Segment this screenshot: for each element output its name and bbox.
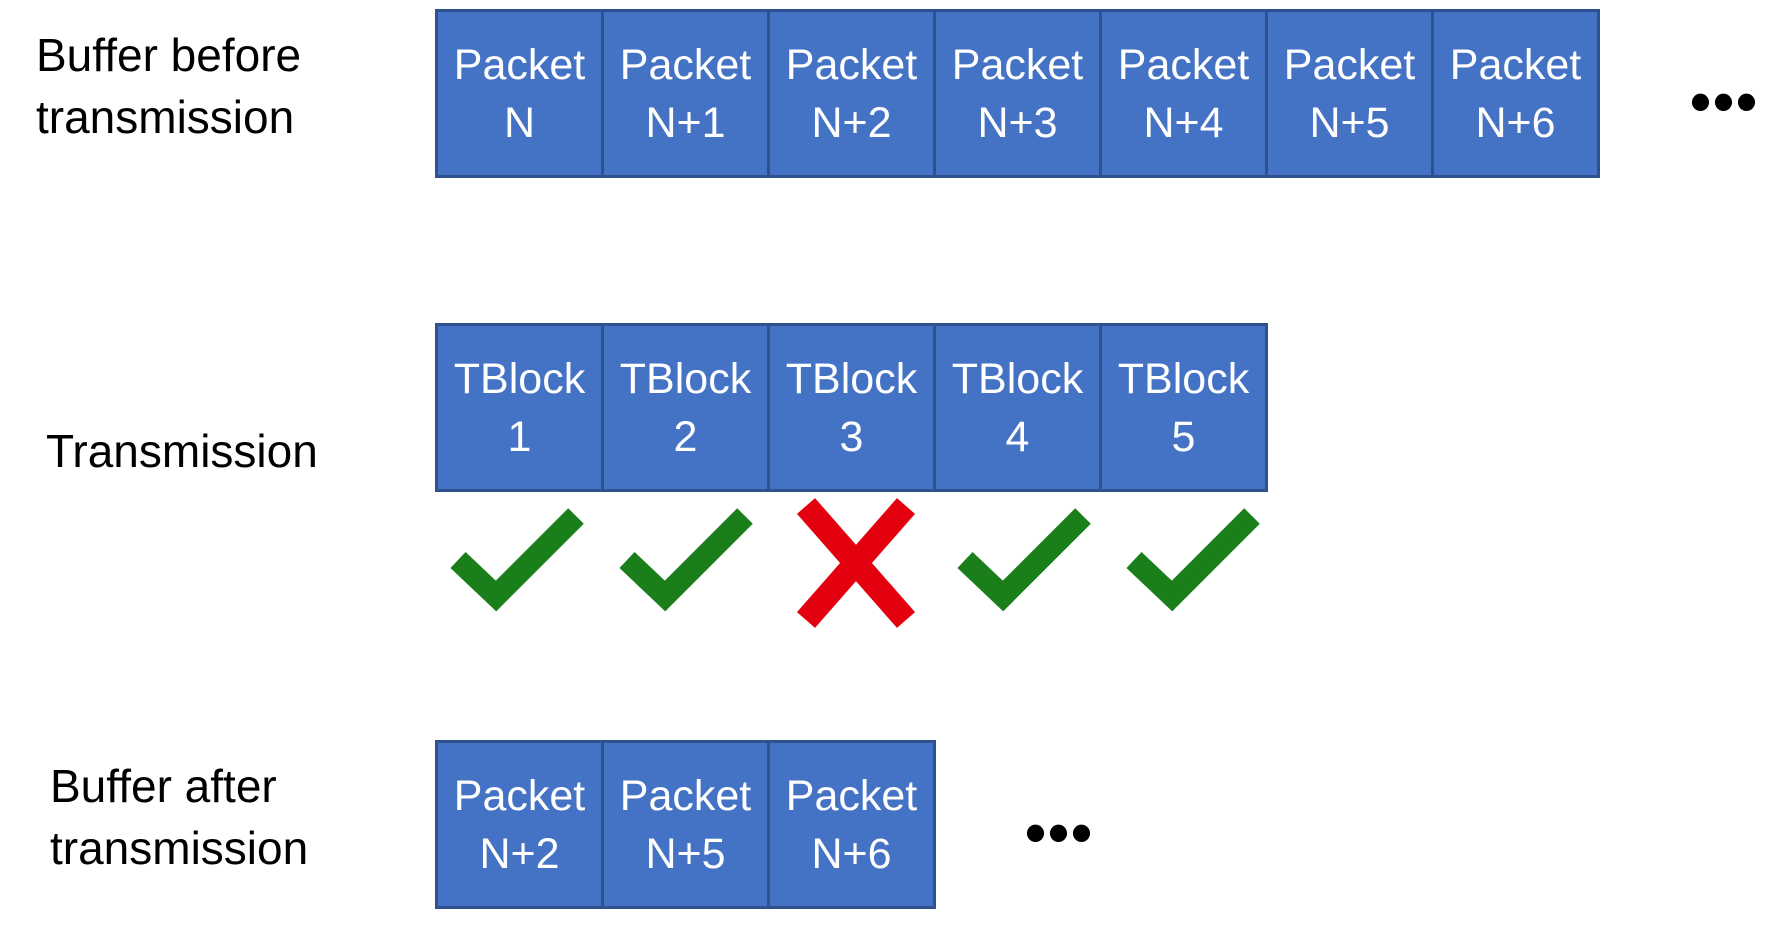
- status-slot: [604, 498, 770, 628]
- ellipsis-after: •••: [1025, 799, 1095, 866]
- packet-block-title: Packet: [619, 40, 752, 89]
- label-buffer-before: Buffer before transmission: [36, 29, 302, 143]
- tblock: TBlock 4: [936, 326, 1099, 489]
- check-icon: [1126, 508, 1260, 612]
- tblock: TBlock 2: [604, 326, 767, 489]
- packet-block-title: Packet: [453, 771, 586, 820]
- packet-block-id: N+6: [811, 829, 892, 878]
- tblock: TBlock 3: [770, 326, 933, 489]
- packet-block-id: N+5: [645, 829, 726, 878]
- tblock-number: 3: [839, 412, 864, 461]
- packet-block-id: N+2: [811, 98, 892, 147]
- packet-block-id: N+4: [1143, 98, 1224, 147]
- tblock-title: TBlock: [951, 354, 1084, 403]
- packet-block-id: N+6: [1475, 98, 1556, 147]
- tblock-number: 1: [507, 412, 532, 461]
- transmission-status-row: [435, 498, 1277, 628]
- label-transmission: Transmission: [46, 425, 318, 477]
- packet-block-title: Packet: [1449, 40, 1582, 89]
- tblock-number: 4: [1005, 412, 1030, 461]
- tblock: TBlock 1: [438, 326, 601, 489]
- packet-block-id: N+5: [1309, 98, 1390, 147]
- tblock-number: 5: [1171, 412, 1196, 461]
- packet-block-title: Packet: [1117, 40, 1250, 89]
- check-icon: [619, 508, 753, 612]
- packet-block-title: Packet: [453, 40, 586, 89]
- check-icon: [450, 508, 584, 612]
- packet-block-id: N+3: [977, 98, 1058, 147]
- packet-block-title: Packet: [951, 40, 1084, 89]
- ellipsis-before: •••: [1690, 68, 1760, 135]
- tblock-title: TBlock: [1117, 354, 1250, 403]
- tblock-title: TBlock: [785, 354, 918, 403]
- packet-block-title: Packet: [619, 771, 752, 820]
- check-icon: [957, 508, 1091, 612]
- transmission-strip: TBlock 1 TBlock 2 TBlock 3 TBlock 4 TBlock 5: [435, 323, 1268, 492]
- status-slot: [1111, 498, 1277, 628]
- packet-block-id: N+1: [645, 98, 726, 147]
- label-buffer-after: Buffer after transmission: [50, 760, 309, 874]
- status-slot: [435, 498, 601, 628]
- status-slot: [942, 498, 1108, 628]
- tblock: TBlock 5: [1102, 326, 1265, 489]
- packet-block-title: Packet: [785, 771, 918, 820]
- status-slot: [773, 498, 939, 628]
- cross-icon: [796, 498, 916, 628]
- tblock-number: 2: [673, 412, 698, 461]
- tblock-title: TBlock: [619, 354, 752, 403]
- packet-block-id: N+2: [479, 829, 560, 878]
- packet-block-title: Packet: [1283, 40, 1416, 89]
- packet-block-title: Packet: [785, 40, 918, 89]
- tblock-title: TBlock: [453, 354, 586, 403]
- packet-block-id: N: [503, 98, 536, 147]
